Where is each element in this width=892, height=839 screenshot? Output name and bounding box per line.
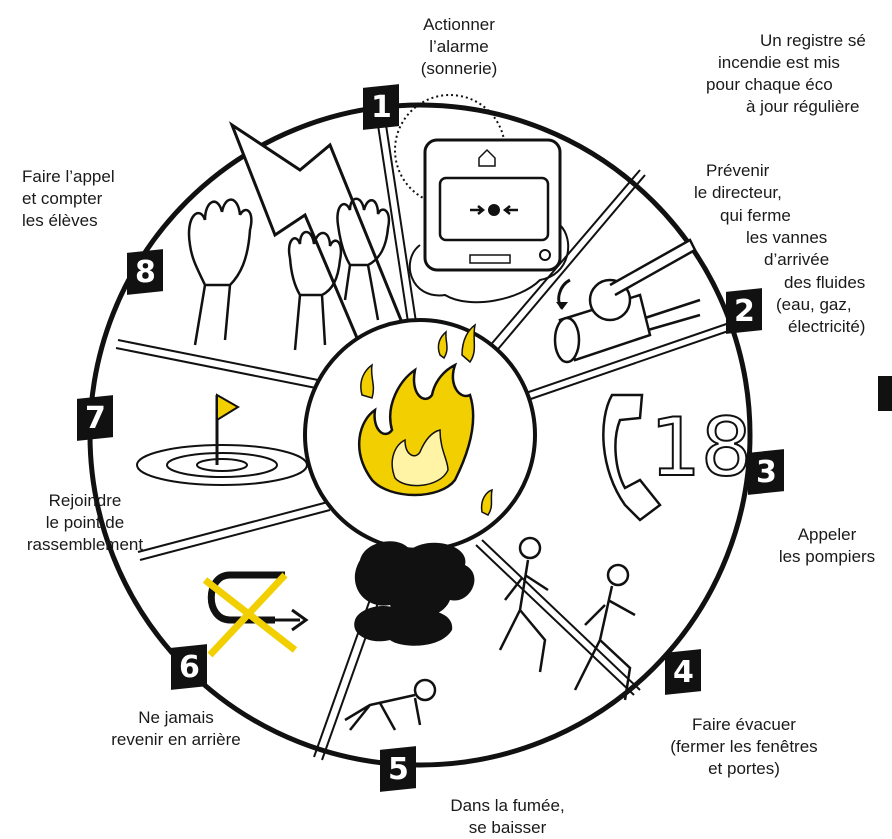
side-note-line-3: pour chaque éco	[706, 75, 833, 94]
step-number-4: 4	[665, 649, 701, 695]
step-label-2-line: le directeur,	[694, 183, 782, 203]
step-number-1: 1	[363, 84, 399, 130]
fire-alarm-button-icon	[394, 94, 570, 304]
step-number-8: 8	[127, 249, 163, 295]
step-label-2-line: les vannes	[746, 227, 828, 247]
cropped-number-block	[878, 376, 892, 411]
side-note-line-1: Un registre sé	[760, 31, 866, 50]
no-u-turn-icon	[202, 571, 309, 658]
step-label-5: Dans la fumée, se baisser	[450, 796, 565, 837]
step-number-7: 7	[77, 395, 113, 441]
crawling-under-smoke-icon	[344, 541, 475, 731]
step-label-2-line: des fluides	[784, 272, 866, 292]
phone-number-text: 18	[650, 401, 752, 494]
step-number-6: 6	[171, 644, 207, 690]
running-people-icon	[498, 536, 636, 701]
step-label-2-line: Prévenir	[706, 161, 770, 180]
step-label-2-line: électricité)	[788, 317, 866, 337]
step-label-4: Faire évacuer (fermer les fenêtres et po…	[670, 715, 818, 778]
step-number-5: 5	[380, 746, 416, 792]
phone-18-icon: 18	[602, 393, 753, 522]
side-note: Un registre sé incendie est mis pour cha…	[706, 30, 892, 162]
step-label-7: Rejoindre le point de rassemblement	[26, 491, 144, 554]
valve-icon	[553, 238, 701, 364]
step-label-8: Faire l’appel et compter les élèves	[22, 167, 115, 230]
side-note-line-2: incendie est mis	[718, 53, 840, 72]
side-note-line-4: à jour régulière	[746, 97, 860, 116]
step-number-2: 2	[726, 288, 762, 334]
step-label-2-line: (eau, gaz,	[776, 294, 852, 314]
step-label-2-line: d’arrivée	[764, 250, 830, 270]
step-label-1: Actionner l’alarme (sonnerie)	[420, 15, 498, 78]
step-label-2-line: qui ferme	[720, 205, 791, 225]
raised-hands-icon	[187, 197, 391, 351]
fire-icon	[357, 323, 493, 516]
step-label-6: Ne jamais revenir en arrière	[111, 708, 241, 749]
assembly-point-flag-icon	[136, 393, 308, 486]
step-label-3: Appeler les pompiers	[778, 525, 876, 566]
step-number-3: 3	[748, 449, 784, 495]
